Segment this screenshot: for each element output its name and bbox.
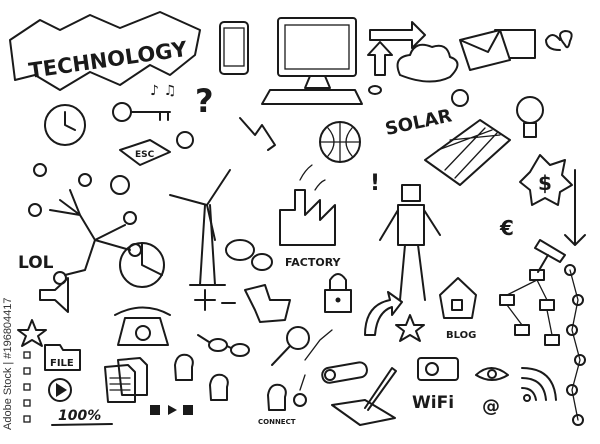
heart-icon — [545, 30, 573, 51]
cloud-icon — [396, 43, 459, 83]
globe-icon — [319, 121, 361, 163]
lock-icon — [324, 273, 352, 313]
underline — [51, 423, 113, 426]
head-profile-icon — [267, 383, 287, 411]
connect-label: CONNECT — [258, 418, 296, 426]
key-icon — [112, 102, 171, 122]
usb-drive-icon — [321, 361, 368, 384]
smiley-icon — [110, 175, 130, 195]
technology-title: TECHNOLOGY — [27, 37, 189, 83]
star-icon — [17, 319, 47, 347]
svg-text:ESC: ESC — [135, 150, 155, 160]
glasses-icon — [197, 334, 250, 357]
at-sign-icon: @ — [482, 396, 500, 417]
arrow-down-icon — [564, 169, 586, 246]
computer-icon — [261, 17, 382, 105]
node-icon — [293, 393, 307, 407]
pen-paper-icon — [331, 367, 397, 426]
house-icon: BLOG — [439, 277, 477, 341]
flowchart-icon — [499, 269, 560, 346]
solar-panel-icon — [424, 119, 511, 186]
camera-icon — [417, 357, 459, 381]
robot-icon — [379, 184, 441, 301]
wind-turbine-icon — [169, 169, 231, 286]
arrow-right-icon — [369, 21, 426, 49]
checklist-icon — [23, 351, 31, 423]
sad-face-icon — [176, 131, 194, 149]
magnifier-icon — [271, 326, 310, 366]
pie-chart-icon — [119, 242, 165, 288]
arrow-up-icon — [367, 41, 393, 76]
esc-key-icon: ESC — [119, 139, 171, 166]
plus-minus-icon — [194, 289, 236, 311]
file-label: FILE — [50, 358, 74, 369]
dollar-badge-icon — [519, 154, 573, 206]
speaker-icon — [39, 277, 69, 313]
envelope-icon — [459, 29, 536, 71]
pushpin-icon — [534, 239, 566, 273]
lol-label: LOL — [18, 253, 54, 273]
play-button-icon — [48, 378, 72, 402]
factory-icon: FACTORY — [279, 164, 342, 269]
puzzle-piece-icon — [244, 284, 291, 323]
curved-arrow-icon — [364, 291, 403, 336]
head-profile-icon — [174, 353, 194, 381]
exclamation-icon: ! — [370, 171, 380, 196]
watermark: Adobe Stock | #196804417 — [2, 297, 14, 430]
factory-label: FACTORY — [285, 256, 342, 269]
numbered-chain-icon — [564, 264, 586, 426]
documents-icon — [104, 357, 148, 403]
blog-label: BLOG — [446, 330, 476, 341]
file-folder-icon: FILE — [44, 344, 81, 371]
euro-icon: € — [499, 216, 514, 240]
technology-burst: TECHNOLOGY — [9, 11, 201, 91]
circuit-tree-icon — [28, 163, 142, 285]
percent-label: 100% — [58, 408, 101, 424]
media-controls-icon — [150, 405, 193, 415]
wifi-signal-icon — [521, 367, 557, 402]
telephone-icon — [114, 306, 171, 346]
music-note-icon: ♪ ♫ — [150, 83, 176, 99]
question-mark-icon: ? — [195, 82, 214, 120]
head-profile-icon — [209, 373, 229, 401]
star-icon — [395, 314, 425, 342]
smartphone-icon — [219, 21, 249, 75]
svg-text:$: $ — [538, 171, 552, 195]
eye-icon — [475, 367, 509, 381]
solar-label: SOLAR — [383, 105, 454, 140]
clock-icon — [44, 104, 86, 146]
speech-bubble-icon — [225, 239, 273, 271]
connection-line — [299, 329, 333, 391]
wifi-label: WiFi — [412, 393, 454, 413]
sun-icon — [451, 89, 469, 107]
lightning-icon — [239, 117, 276, 151]
lightbulb-icon — [516, 96, 544, 138]
